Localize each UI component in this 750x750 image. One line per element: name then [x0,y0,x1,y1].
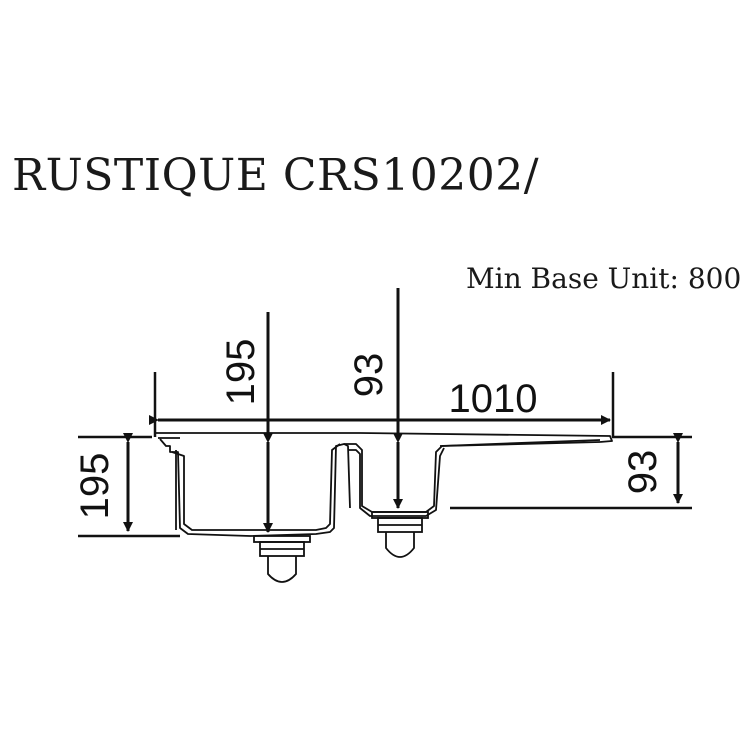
worktop-lines [78,372,692,538]
right-depth-label: 93 [621,450,665,495]
left-depth-dimension: 195 [73,433,133,532]
main-bowl-depth-dimension: 195 [219,312,273,533]
product-title: RUSTIQUE CRS10202/ [12,150,540,201]
second-bowl-depth-dimension: 93 [347,288,403,509]
min-base-unit-label: Min Base Unit: 800 [466,262,742,295]
overall-width-dimension: 1010 [149,377,611,425]
main-bowl-depth-label: 195 [219,339,263,406]
second-bowl-waste [371,511,429,558]
sink-profile [156,432,613,537]
main-bowl-waste [253,535,311,583]
left-depth-label: 195 [73,453,117,520]
overall-width-label: 1010 [449,377,538,421]
right-depth-dimension: 93 [621,433,683,504]
second-bowl-depth-label: 93 [347,353,391,398]
